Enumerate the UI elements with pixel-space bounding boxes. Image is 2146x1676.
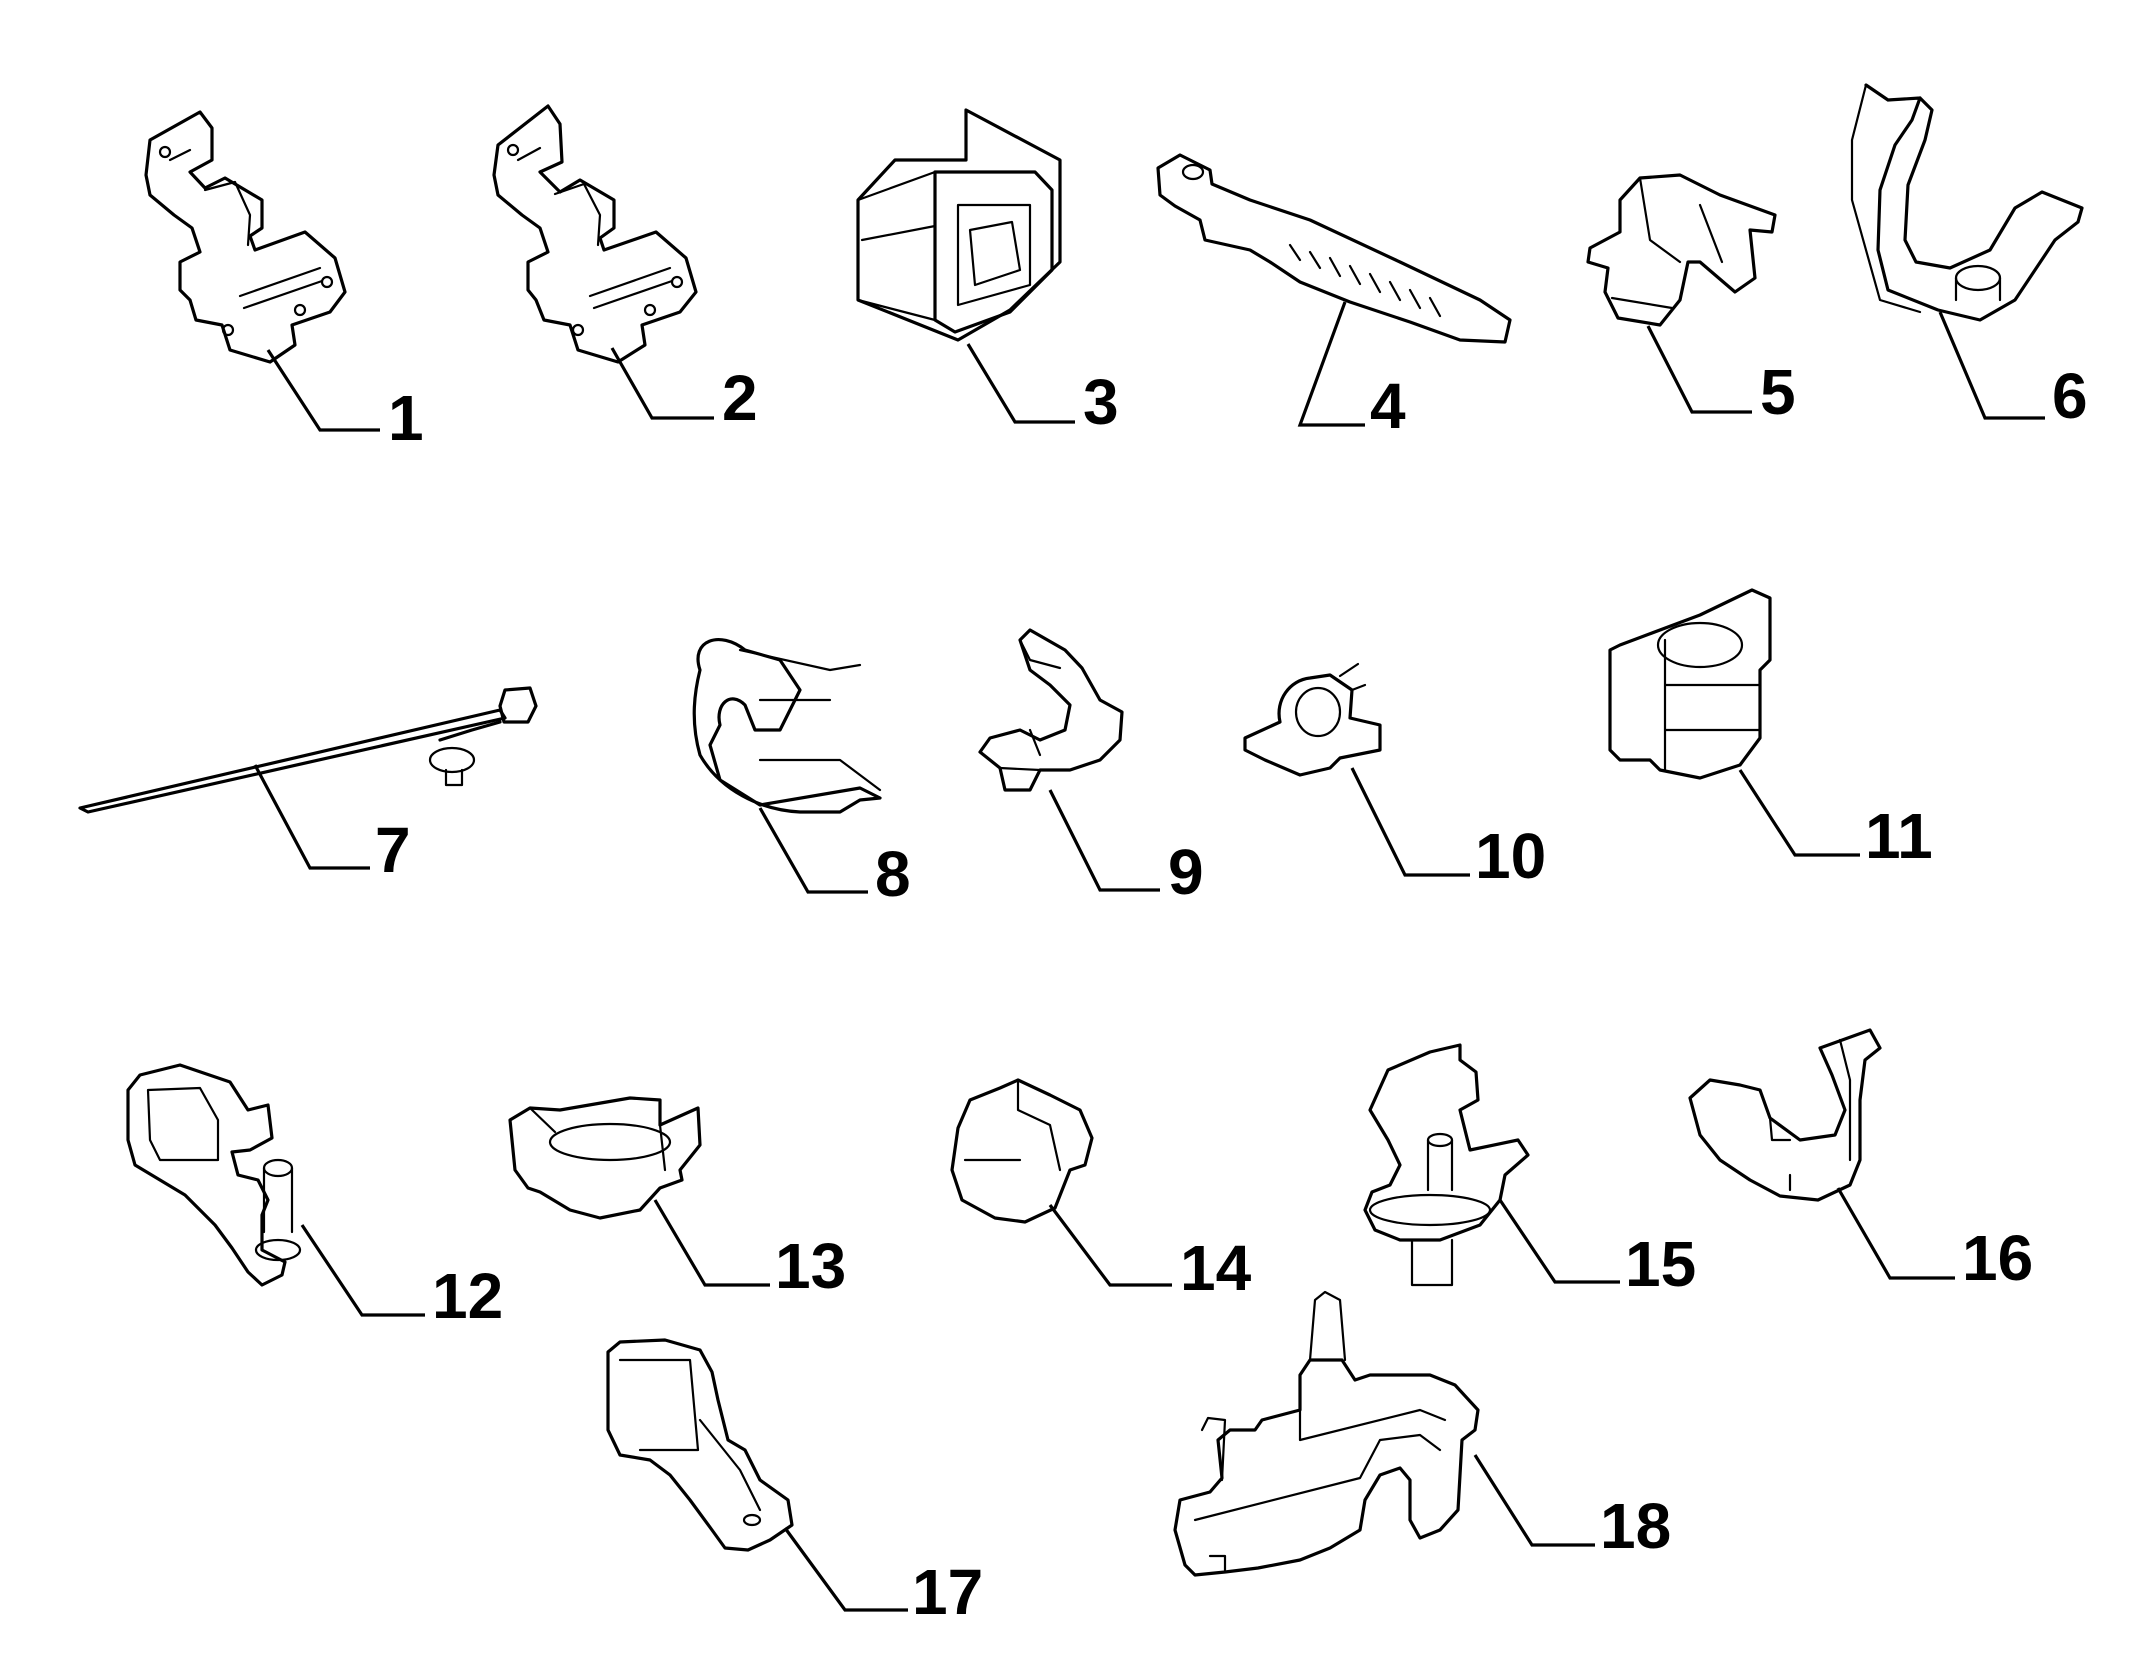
leader-7: [253, 764, 370, 870]
callout-1: 1: [388, 382, 424, 454]
callout-5: 5: [1760, 356, 1796, 428]
leader-6: [1938, 311, 2045, 420]
part-16-pclip-drawing: [1688, 1028, 1882, 1202]
part-5-clip-drawing: [1586, 173, 1777, 327]
leader-lines: [253, 301, 2045, 1612]
part-10-clip-drawing: [1243, 662, 1382, 777]
part-1-bracket-drawing: [144, 110, 347, 364]
leader-2: [610, 347, 714, 420]
callout-11: 11: [1865, 800, 1933, 872]
callout-7: 7: [375, 814, 411, 886]
part-15-pinclip-drawing: [1363, 1043, 1530, 1287]
part-12-clamp-drawing: [126, 1063, 302, 1287]
callout-4: 4: [1370, 370, 1406, 442]
part-9-clip-drawing: [978, 628, 1124, 792]
leader-14: [1048, 1204, 1172, 1287]
leader-13: [653, 1199, 770, 1287]
part-7-cabletie-drawing: [78, 686, 538, 814]
leader-18: [1473, 1454, 1595, 1547]
part-3-grommet-drawing: [856, 108, 1062, 342]
part-13-saddle-drawing: [508, 1096, 702, 1220]
callout-18: 18: [1600, 1490, 1671, 1562]
callout-15: 15: [1625, 1228, 1696, 1300]
callout-2: 2: [722, 362, 758, 434]
callout-8: 8: [875, 838, 911, 910]
part-17-bracket-drawing: [606, 1338, 794, 1552]
callout-6: 6: [2052, 360, 2088, 432]
callout-labels: 1 2 3 4 5 6 7 8 9 10 11 12 13 14 15 16 1…: [375, 356, 2088, 1628]
leader-3: [966, 343, 1075, 424]
callout-3: 3: [1083, 366, 1119, 438]
part-6-pclip-drawing: [1850, 83, 2084, 322]
leader-15: [1498, 1199, 1620, 1284]
callout-9: 9: [1168, 836, 1204, 908]
callout-14: 14: [1180, 1232, 1252, 1304]
callout-12: 12: [432, 1260, 503, 1332]
part-18-channel-drawing: [1173, 1290, 1480, 1577]
callout-10: 10: [1475, 820, 1546, 892]
leader-1: [266, 349, 380, 432]
leader-10: [1350, 767, 1470, 877]
leader-9: [1048, 789, 1160, 892]
leader-11: [1738, 769, 1860, 857]
leader-17: [783, 1527, 908, 1612]
callout-17: 17: [912, 1556, 983, 1628]
callout-13: 13: [775, 1230, 846, 1302]
leader-16: [1836, 1187, 1955, 1280]
callout-16: 16: [1962, 1222, 2033, 1294]
part-11-blockclip-drawing: [1608, 588, 1772, 780]
leader-8: [758, 807, 868, 894]
part-14-clip-drawing: [950, 1078, 1094, 1224]
leader-12: [300, 1224, 425, 1317]
part-2-bracket-drawing: [492, 104, 698, 364]
part-4-strap-drawing: [1156, 153, 1512, 344]
leader-5: [1646, 325, 1752, 414]
leader-4: [1297, 301, 1365, 427]
part-8-doubleclip-drawing: [692, 638, 882, 814]
